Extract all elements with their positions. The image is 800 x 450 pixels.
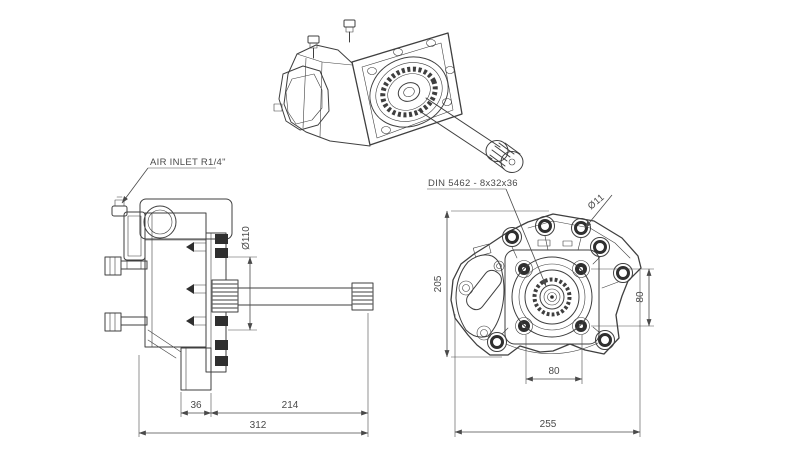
front-bottom-arc bbox=[505, 342, 599, 355]
side-actuator bbox=[123, 211, 146, 270]
bolt-pitch-horizontal-text: 80 bbox=[548, 366, 560, 377]
iso-shaft bbox=[417, 97, 501, 160]
side-shift-bolts bbox=[186, 242, 207, 326]
dim-shaft-length: 214 bbox=[210, 313, 369, 437]
front-slot-b bbox=[562, 240, 573, 247]
front-mounting-face bbox=[504, 249, 600, 345]
side-stud-lower bbox=[104, 312, 148, 332]
dim-pilot-diameter: Ø110 bbox=[228, 226, 257, 331]
overall-length-text: 312 bbox=[250, 420, 267, 431]
front-inner-edge bbox=[527, 220, 631, 259]
side-stud-upper bbox=[104, 256, 148, 276]
front-perimeter-holes bbox=[487, 216, 633, 352]
shaft-length-text: 214 bbox=[282, 400, 299, 411]
dim-bolt-pitch-horizontal: 80 bbox=[525, 335, 583, 384]
dim-overall-height: 205 bbox=[433, 210, 549, 358]
spline-label-leader bbox=[505, 188, 547, 287]
air-inlet-label: AIR INLET R1/4" bbox=[150, 157, 226, 168]
side-housing bbox=[144, 212, 207, 359]
air-inlet-leader bbox=[121, 167, 149, 204]
iso-shaft-spline bbox=[485, 140, 524, 173]
dim-bolt-pitch-vertical: 80 bbox=[591, 268, 654, 327]
dim-overall-length: 312 bbox=[138, 355, 369, 437]
hole-diameter-label: Ø11 bbox=[586, 192, 607, 212]
dim-housing-depth: 36 bbox=[180, 392, 212, 417]
dim-overall-width: 255 bbox=[454, 270, 641, 437]
pilot-diameter-text: Ø110 bbox=[241, 226, 252, 250]
overall-width-text: 255 bbox=[540, 419, 557, 430]
iso-flange-plate bbox=[351, 32, 463, 146]
front-ribs bbox=[501, 235, 619, 335]
side-spline-hub bbox=[211, 279, 239, 313]
front-spline-bore bbox=[511, 256, 593, 338]
front-outline bbox=[450, 213, 642, 356]
side-view: AIR INLET R1/4" Ø110 36 214 312 bbox=[104, 157, 374, 437]
iso-fitting-bolt bbox=[307, 35, 320, 59]
side-foot bbox=[180, 347, 212, 391]
spline-standard-label: DIN 5462 - 8x32x36 bbox=[428, 178, 518, 189]
front-hole-o11 bbox=[571, 218, 591, 238]
iso-gear bbox=[369, 56, 449, 128]
housing-depth-text: 36 bbox=[190, 400, 202, 411]
front-view: DIN 5462 - 8x32x36 Ø11 205 80 80 bbox=[427, 178, 654, 437]
hole-diameter-leader bbox=[584, 194, 613, 229]
overall-height-text: 205 bbox=[433, 275, 444, 292]
iso-actuator bbox=[273, 65, 330, 131]
iso-breather-bolt bbox=[343, 19, 356, 43]
side-shaft bbox=[237, 282, 374, 311]
side-top-cover bbox=[139, 198, 233, 240]
front-slot-a bbox=[537, 239, 551, 247]
isometric-view bbox=[273, 19, 524, 173]
front-actuator bbox=[455, 243, 505, 341]
bolt-pitch-vertical-text: 80 bbox=[635, 291, 646, 303]
